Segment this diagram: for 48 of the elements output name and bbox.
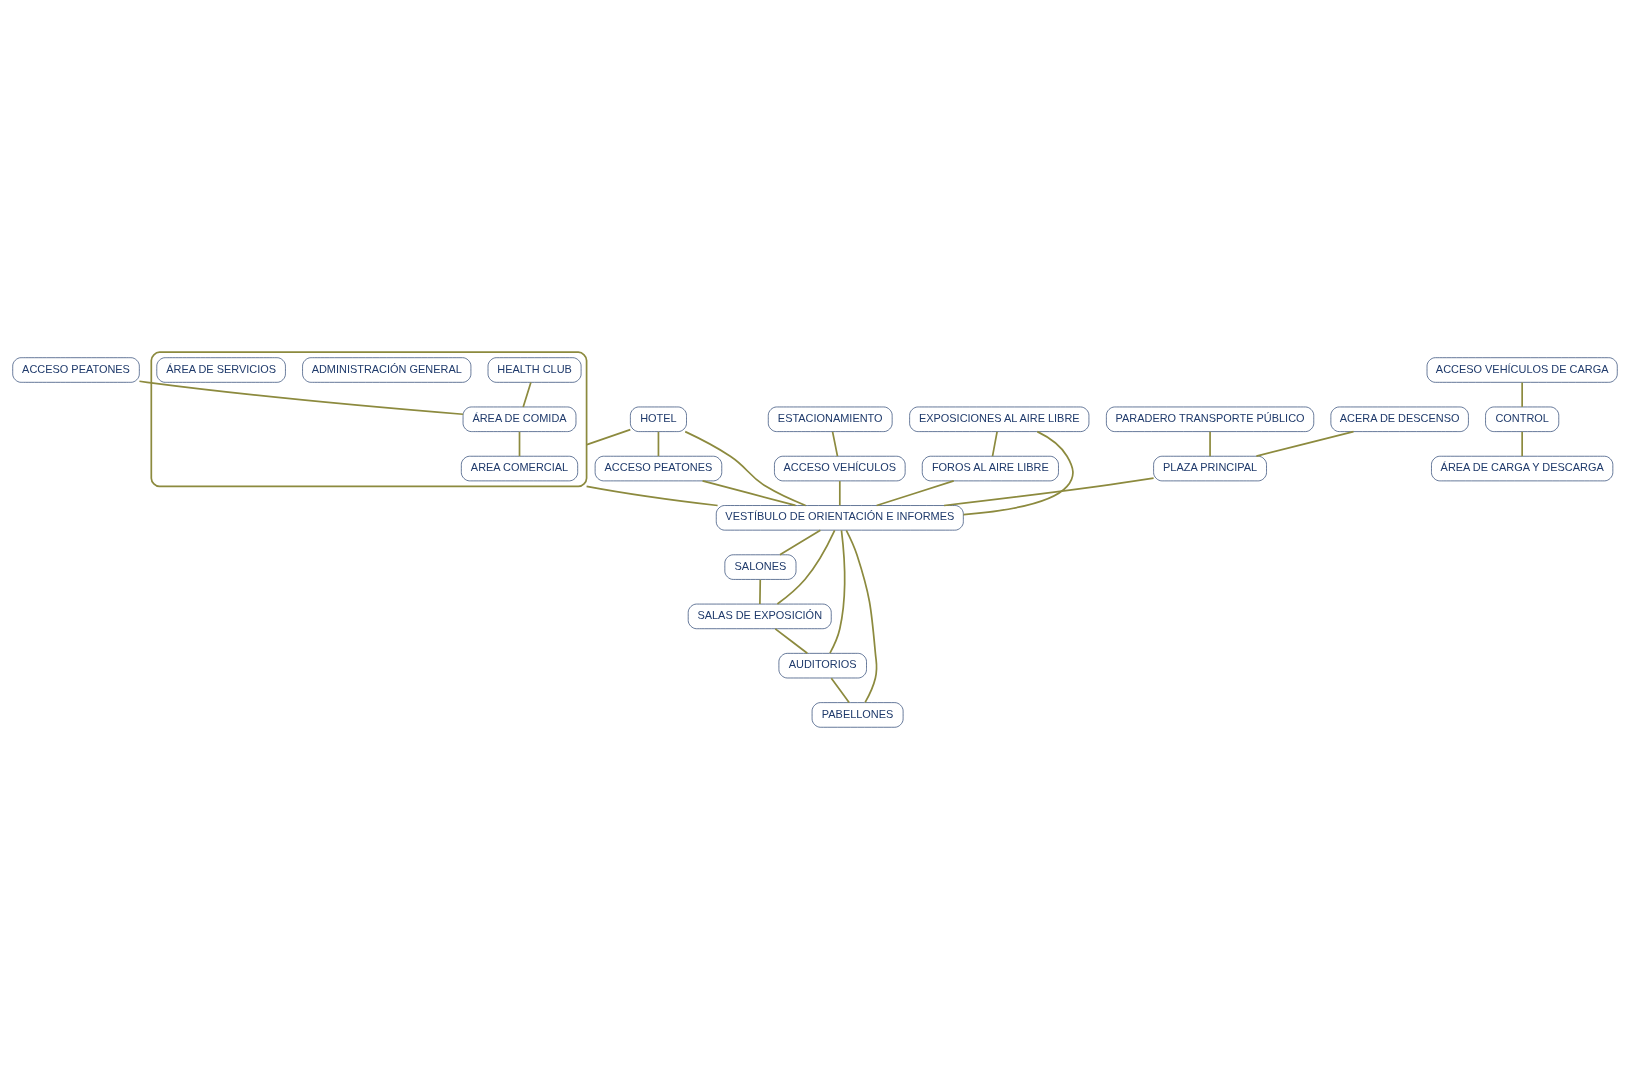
node-box: SALONES [724, 553, 797, 580]
node-box: ACCESO VEHÍCULOS [774, 455, 906, 481]
node-box: CONTROL [1485, 406, 1560, 432]
connector [522, 381, 532, 408]
connector [829, 528, 846, 654]
node-box: FOROS AL AIRE LIBRE [921, 455, 1059, 481]
node-box: AREA COMERCIAL [461, 455, 579, 481]
node-box: ÁREA DE COMIDA [462, 406, 577, 432]
connector [1209, 430, 1211, 457]
node-box: ACCESO PEATONES [12, 356, 140, 383]
connector [585, 485, 719, 506]
connector [1521, 381, 1523, 408]
node-box: ACERA DE DESCENSO [1330, 406, 1469, 432]
node-box: VESTÍBULO DE ORIENTACIÓN E INFORMES [715, 504, 964, 530]
connector [518, 430, 521, 457]
node-box: SALAS DE EXPOSICIÓN [687, 603, 832, 629]
connector [585, 428, 632, 446]
connector [774, 627, 809, 654]
node-box: HEALTH CLUB [487, 356, 582, 383]
connector [701, 479, 797, 506]
connector [845, 528, 878, 703]
connector [776, 529, 836, 605]
node-box: ESTACIONAMIENTO [767, 406, 893, 432]
connector [657, 430, 660, 457]
connector [831, 430, 839, 457]
connector [138, 379, 464, 415]
node-box: PLAZA PRINCIPAL [1153, 455, 1267, 481]
node-box: PABELLONES [811, 701, 904, 728]
connector [1521, 430, 1523, 457]
connector [1255, 430, 1355, 457]
node-box: ACCESO VEHÍCULOS DE CARGA [1426, 356, 1618, 383]
connector [779, 528, 822, 555]
cluster [150, 350, 588, 487]
connector [684, 430, 807, 506]
connector [830, 676, 850, 703]
node-box: EXPOSICIONES AL AIRE LIBRE [909, 406, 1090, 432]
node-box: PARADERO TRANSPORTE PÚBLICO [1106, 406, 1315, 432]
connector [943, 476, 1155, 506]
node-box: ADMINISTRACIÓN GENERAL [302, 356, 472, 383]
node-box: ÁREA DE CARGA Y DESCARGA [1431, 455, 1614, 481]
connector [838, 479, 841, 506]
node-box: AUDITORIOS [778, 652, 867, 678]
connector [759, 578, 762, 605]
node-box: ACCESO PEATONES [594, 455, 723, 481]
connector [962, 430, 1074, 515]
node-box: ÁREA DE SERVICIOS [156, 356, 286, 383]
node-box: HOTEL [630, 406, 687, 432]
connector [991, 430, 998, 457]
